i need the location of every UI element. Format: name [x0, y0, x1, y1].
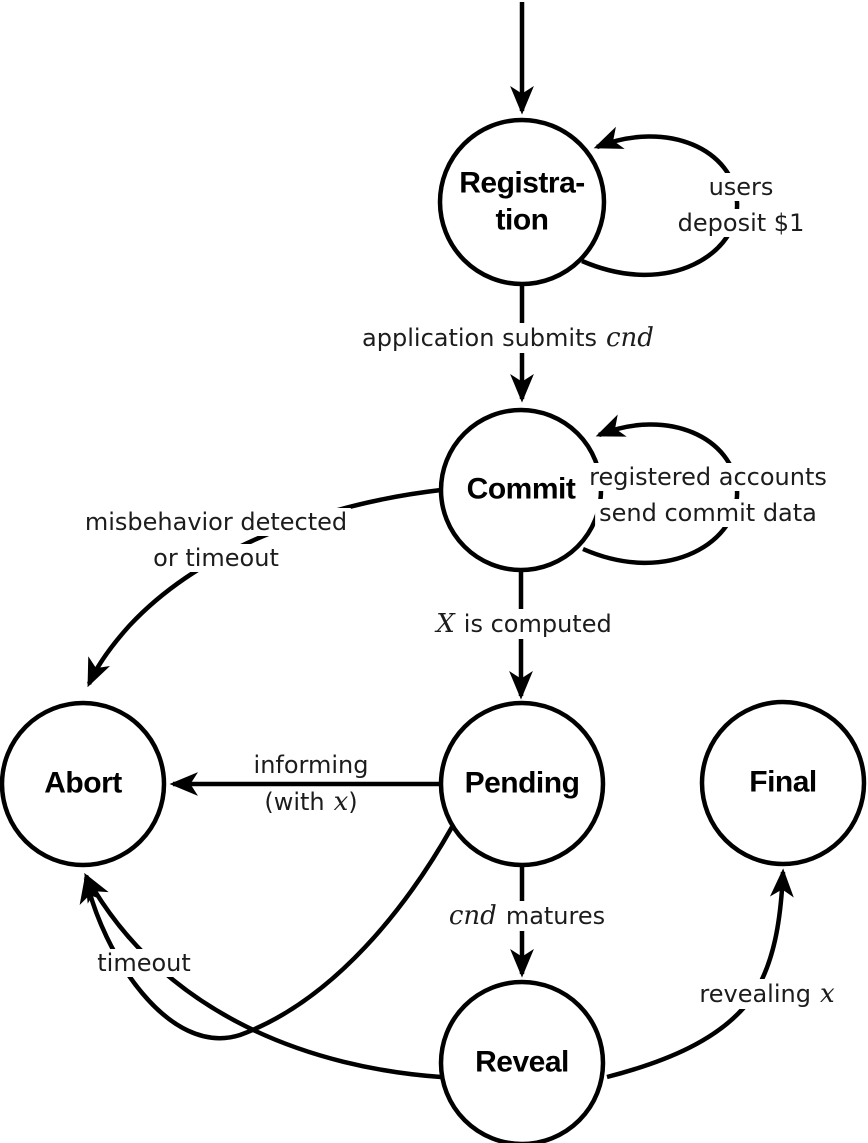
edge-pending-to-abort-timeout — [79, 825, 454, 1041]
state-circle-reveal — [438, 979, 606, 1143]
node-label-reveal: Reveal — [475, 1045, 569, 1079]
edge-label-informing-close: ) — [348, 788, 358, 816]
edge-label-informing-line1: informing — [249, 751, 373, 779]
state-circle-abort — [0, 700, 167, 868]
edge-label-users-deposit: users deposit $1 — [673, 173, 809, 237]
node-label-registration-line1: Registra- — [459, 166, 585, 200]
edge-label-misbehavior: misbehavior detected or timeout — [80, 508, 352, 572]
edge-label-revealing: revealing x — [695, 979, 839, 1009]
edge-label-users-deposit-line1: users — [704, 173, 778, 201]
edge-reveal-to-final — [606, 868, 794, 1080]
state-circle-final — [699, 699, 867, 867]
edge-label-application-submits-text: application submits — [362, 324, 597, 352]
edge-registration-self-loop — [581, 126, 740, 278]
node-label-registration: Registra- tion — [459, 165, 585, 238]
edge-label-cnd-matures: cnd matures — [444, 901, 610, 931]
state-circle-registration — [437, 117, 607, 287]
edge-label-informing-open: (with — [264, 788, 325, 816]
node-label-pending: Pending — [464, 766, 580, 800]
edge-label-x-computed-text: is computed — [463, 610, 612, 638]
edge-label-informing-math: x — [333, 787, 349, 817]
edge-label-cnd-matures-math: cnd — [448, 901, 497, 931]
edge-label-cnd-matures-text: matures — [505, 902, 606, 930]
edge-label-revealing-text: revealing — [699, 980, 811, 1008]
edge-reveal-to-abort-timeout — [84, 872, 442, 1080]
edge-label-timeout-text: timeout — [93, 949, 195, 977]
edge-label-application-submits-math: cnd — [605, 323, 654, 353]
node-label-abort: Abort — [44, 766, 122, 800]
node-label-final: Final — [749, 765, 817, 799]
edge-label-application-submits: application submits cnd — [358, 323, 658, 353]
edge-label-registered-accounts: registered accounts send commit data — [585, 463, 831, 527]
edge-label-registered-accounts-line1: registered accounts — [585, 463, 831, 491]
edge-label-informing: informing (with x ) — [249, 751, 373, 817]
node-label-registration-line2: tion — [495, 203, 549, 236]
edge-label-misbehavior-line2: or timeout — [149, 544, 283, 572]
state-circle-pending — [438, 700, 606, 868]
edge-label-timeout: timeout — [93, 949, 195, 977]
edge-label-x-computed-math: X — [436, 609, 455, 639]
edge-commit-to-abort — [86, 487, 442, 688]
edge-label-x-computed: X is computed — [432, 609, 616, 639]
edge-label-revealing-math: x — [819, 979, 835, 1009]
edge-label-users-deposit-line2: deposit $1 — [673, 209, 809, 237]
edge-label-misbehavior-line1: misbehavior detected — [80, 508, 352, 536]
node-label-commit: Commit — [466, 472, 576, 506]
edge-label-registered-accounts-line2: send commit data — [595, 499, 821, 527]
